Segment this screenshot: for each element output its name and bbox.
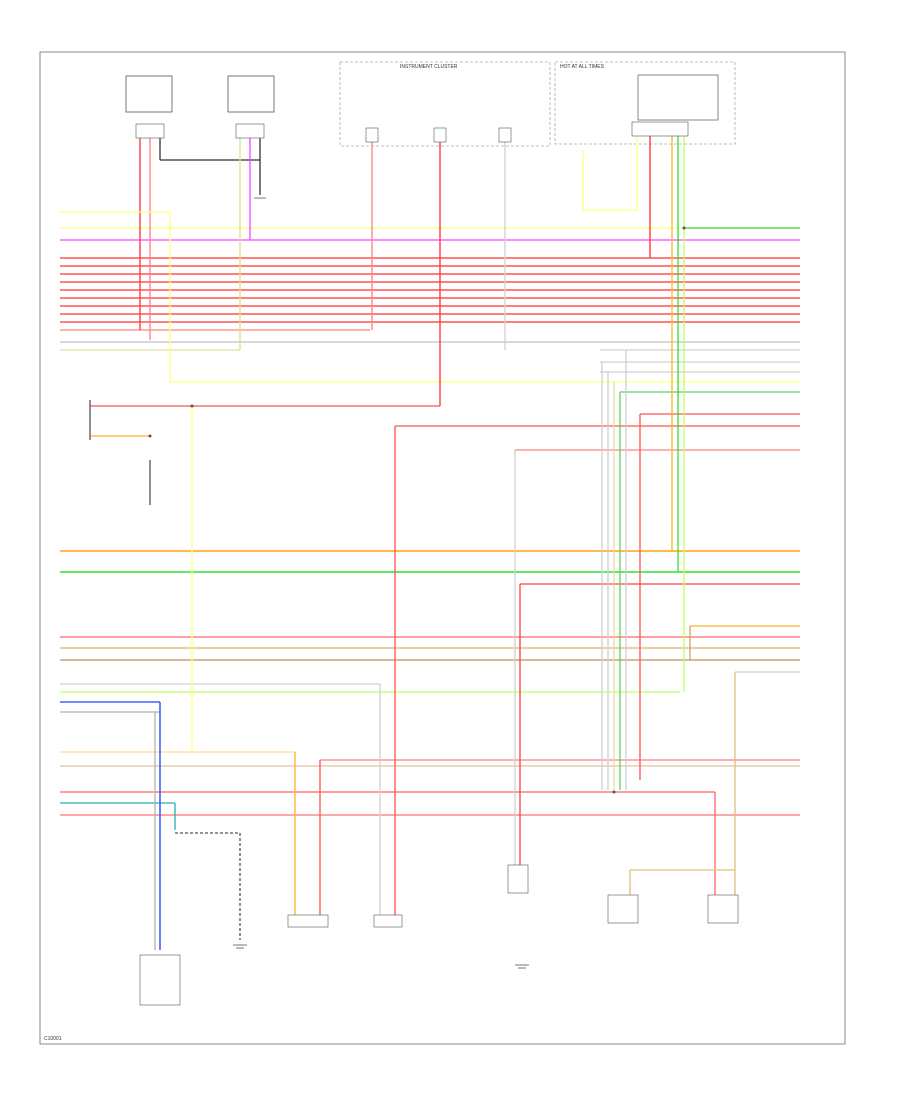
vertical-wires: [60, 128, 800, 950]
ground-symbols: [233, 197, 529, 969]
connector-blocks: [135, 121, 739, 1006]
diagram-footer-code: C10001: [44, 1036, 62, 1042]
hot-at-all-times-box: [554, 61, 736, 145]
instrument-cluster-label: INSTRUMENT CLUSTER: [400, 64, 458, 70]
diagram-frame: [39, 51, 846, 1045]
horizontal-wires: [60, 227, 800, 816]
top-component-1: [125, 75, 173, 113]
hot-at-all-times-label: HOT AT ALL TIMES: [560, 64, 605, 70]
instrument-cluster-box: [339, 61, 551, 147]
top-component-2: [227, 75, 275, 113]
relay-box: [637, 74, 719, 121]
splice-points: [148, 226, 686, 794]
